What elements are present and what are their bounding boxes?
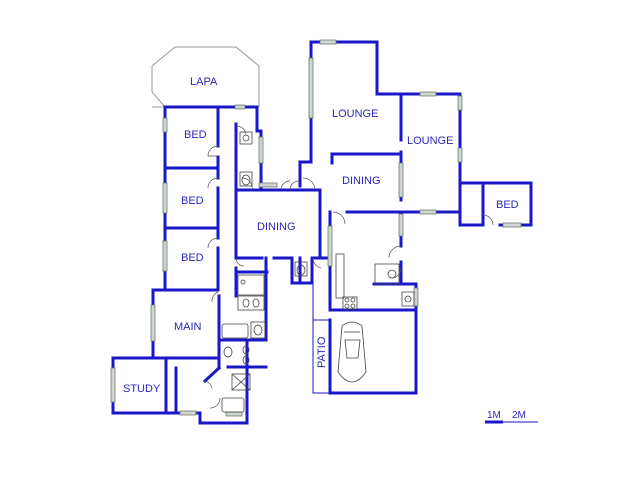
west-wing-walls — [111, 105, 281, 425]
room-label-bed-3: BED — [181, 252, 204, 264]
room-label-dining-1: DINING — [257, 221, 296, 233]
scale-label-2m: 2M — [512, 410, 526, 421]
scale-bar: 1M 2M — [485, 410, 538, 424]
room-label-bed-2: BED — [181, 195, 204, 207]
room-label-lounge-2: LOUNGE — [407, 135, 453, 147]
room-label-main: MAIN — [174, 321, 202, 333]
door-swings — [204, 125, 494, 409]
windows — [110, 39, 522, 417]
room-label-bed-1: BED — [184, 129, 207, 141]
room-label-dining-2: DINING — [342, 175, 381, 187]
room-label-study: STUDY — [123, 383, 161, 395]
room-label-lounge-1: LOUNGE — [332, 108, 378, 120]
car-outline — [337, 321, 367, 383]
patio-outline — [312, 283, 330, 394]
room-label-lapa: LAPA — [190, 76, 218, 88]
scale-label-1m: 1M — [487, 410, 501, 421]
fixtures — [221, 131, 415, 413]
central-walls — [234, 147, 332, 285]
room-label-patio: PATIO — [316, 336, 328, 368]
room-label-bed-4: BED — [496, 199, 519, 211]
